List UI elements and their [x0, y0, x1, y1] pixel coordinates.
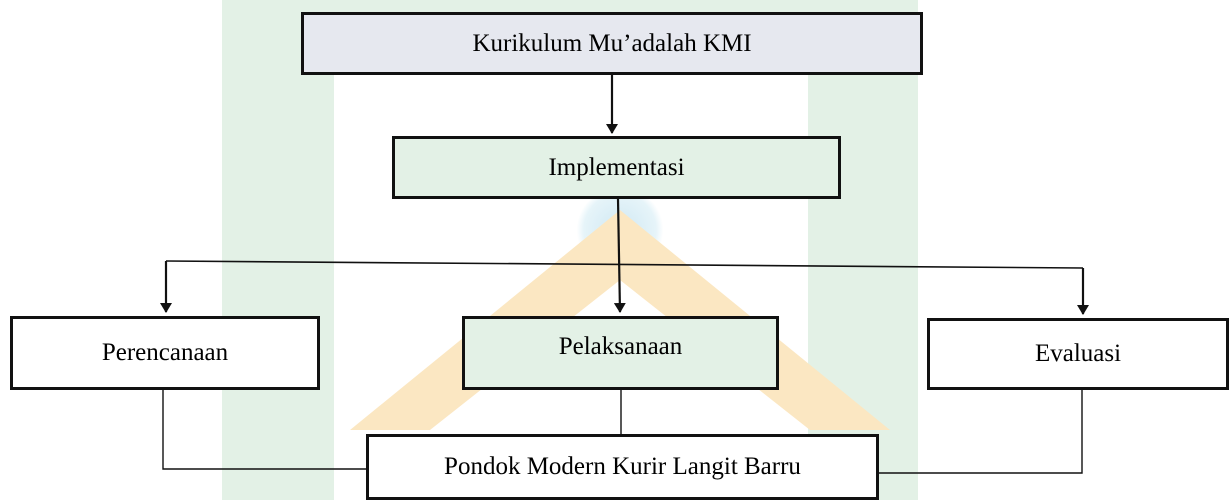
node-implementasi: Implementasi: [392, 136, 841, 199]
watermark-left-bar: [222, 0, 334, 500]
line-evaluasi-to-pondok: [879, 390, 1083, 474]
node-kurikulum: Kurikulum Mu’adalah KMI: [301, 12, 923, 75]
branch-line: [165, 260, 1084, 269]
node-pelaksanaan: Pelaksanaan: [462, 316, 779, 390]
line-perencanaan-to-pondok: [162, 390, 366, 470]
arrow-implementasi-to-pelaksanaan: [613, 198, 626, 313]
node-evaluasi: Evaluasi: [927, 318, 1229, 390]
node-perencanaan: Perencanaan: [10, 316, 320, 390]
node-pondok-modern: Pondok Modern Kurir Langit Barru: [366, 434, 879, 500]
